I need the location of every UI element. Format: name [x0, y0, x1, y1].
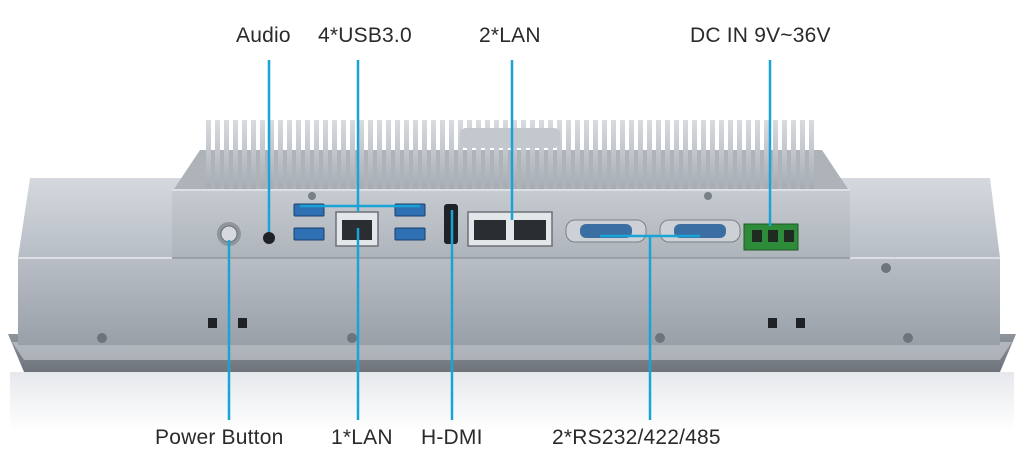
heatsink-fin	[557, 120, 562, 192]
heatsink-fin	[566, 120, 571, 192]
heatsink-fin	[224, 120, 229, 192]
label-dual-lan: 2*LAN	[479, 24, 541, 47]
heatsink-fin	[395, 120, 400, 192]
heatsink-fin	[386, 120, 391, 192]
label-power-button: Power Button	[155, 426, 284, 449]
heatsink-fin	[620, 120, 625, 192]
heatsink-fin	[449, 120, 454, 192]
heatsink-fin	[278, 120, 283, 192]
heatsink-fin	[629, 120, 634, 192]
heatsink-fin	[413, 120, 418, 192]
heatsink-fin	[665, 120, 670, 192]
panel-front	[18, 258, 1000, 345]
heatsink-fin	[269, 120, 274, 192]
panel-screws	[97, 263, 913, 343]
heatsink-fin	[260, 120, 265, 192]
heatsink-fin	[422, 120, 427, 192]
heatsink-fin	[548, 120, 553, 192]
heatsink-fin	[746, 120, 751, 192]
heatsink-fin	[215, 120, 220, 192]
heatsink-fin	[485, 120, 490, 192]
heatsink-fin	[323, 120, 328, 192]
audio-jack	[263, 232, 275, 244]
heatsink-fin	[755, 120, 760, 192]
heatsink-fin	[719, 120, 724, 192]
heatsink-fin	[809, 120, 814, 192]
heatsink-fin	[638, 120, 643, 192]
heatsink-fin	[530, 120, 535, 192]
heatsink-fin	[701, 120, 706, 192]
heatsink-fin	[791, 120, 796, 192]
heatsink-fin	[341, 120, 346, 192]
heatsink-fin	[359, 120, 364, 192]
heatsink-fin	[521, 120, 526, 192]
heatsink-fin	[710, 120, 715, 192]
heatsink-fin	[404, 120, 409, 192]
dc-connector	[743, 223, 799, 251]
heatsink-fin	[314, 120, 319, 192]
heatsink-fin	[584, 120, 589, 192]
heatsink-fin	[458, 120, 463, 192]
heatsink-fin	[575, 120, 580, 192]
heatsink-fin	[593, 120, 598, 192]
heatsink-fin	[512, 120, 517, 192]
heatsink-fin	[503, 120, 508, 192]
power-button-port	[217, 222, 241, 246]
heatsink-fin	[539, 120, 544, 192]
heatsink-fin	[476, 120, 481, 192]
heatsink-fin	[251, 120, 256, 192]
heatsink-fin	[764, 120, 769, 192]
label-hdmi: H-DMI	[421, 426, 483, 449]
heatsink-fin	[656, 120, 661, 192]
label-dc-in: DC IN 9V~36V	[690, 24, 831, 47]
heatsink-fin	[305, 120, 310, 192]
lan-port-dual	[467, 211, 553, 247]
panel-reflection	[10, 372, 1014, 432]
label-single-lan: 1*LAN	[331, 426, 393, 449]
heatsink-fin	[728, 120, 733, 192]
heatsink-fin	[683, 120, 688, 192]
label-usb: 4*USB3.0	[318, 24, 412, 47]
heatsink-fin	[773, 120, 778, 192]
heatsink-fin	[737, 120, 742, 192]
heatsink-fin	[242, 120, 247, 192]
heatsink-fin	[467, 120, 472, 192]
heatsink-fin	[296, 120, 301, 192]
heatsink-fin	[368, 120, 373, 192]
heatsink-fin	[674, 120, 679, 192]
label-audio: Audio	[236, 24, 291, 47]
heatsink-fin	[377, 120, 382, 192]
callout-lines	[227, 60, 772, 420]
heatsink-fin	[800, 120, 805, 192]
heatsink-fin	[692, 120, 697, 192]
heatsink-fin	[431, 120, 436, 192]
heatsink-fins	[206, 120, 814, 192]
heatsink-fin	[233, 120, 238, 192]
heatsink-fin	[602, 120, 607, 192]
heatsink-fin	[440, 120, 445, 192]
heatsink-fin	[782, 120, 787, 192]
heatsink-fin	[611, 120, 616, 192]
panel-vents	[208, 318, 805, 328]
heatsink-fin	[350, 120, 355, 192]
heatsink-bridge	[460, 128, 560, 148]
heatsink-fin	[206, 120, 211, 192]
heatsink-fin	[287, 120, 292, 192]
heatsink-fin	[332, 120, 337, 192]
heatsink-fin	[494, 120, 499, 192]
heatsink-fin	[647, 120, 652, 192]
label-serial: 2*RS232/422/485	[552, 426, 721, 449]
